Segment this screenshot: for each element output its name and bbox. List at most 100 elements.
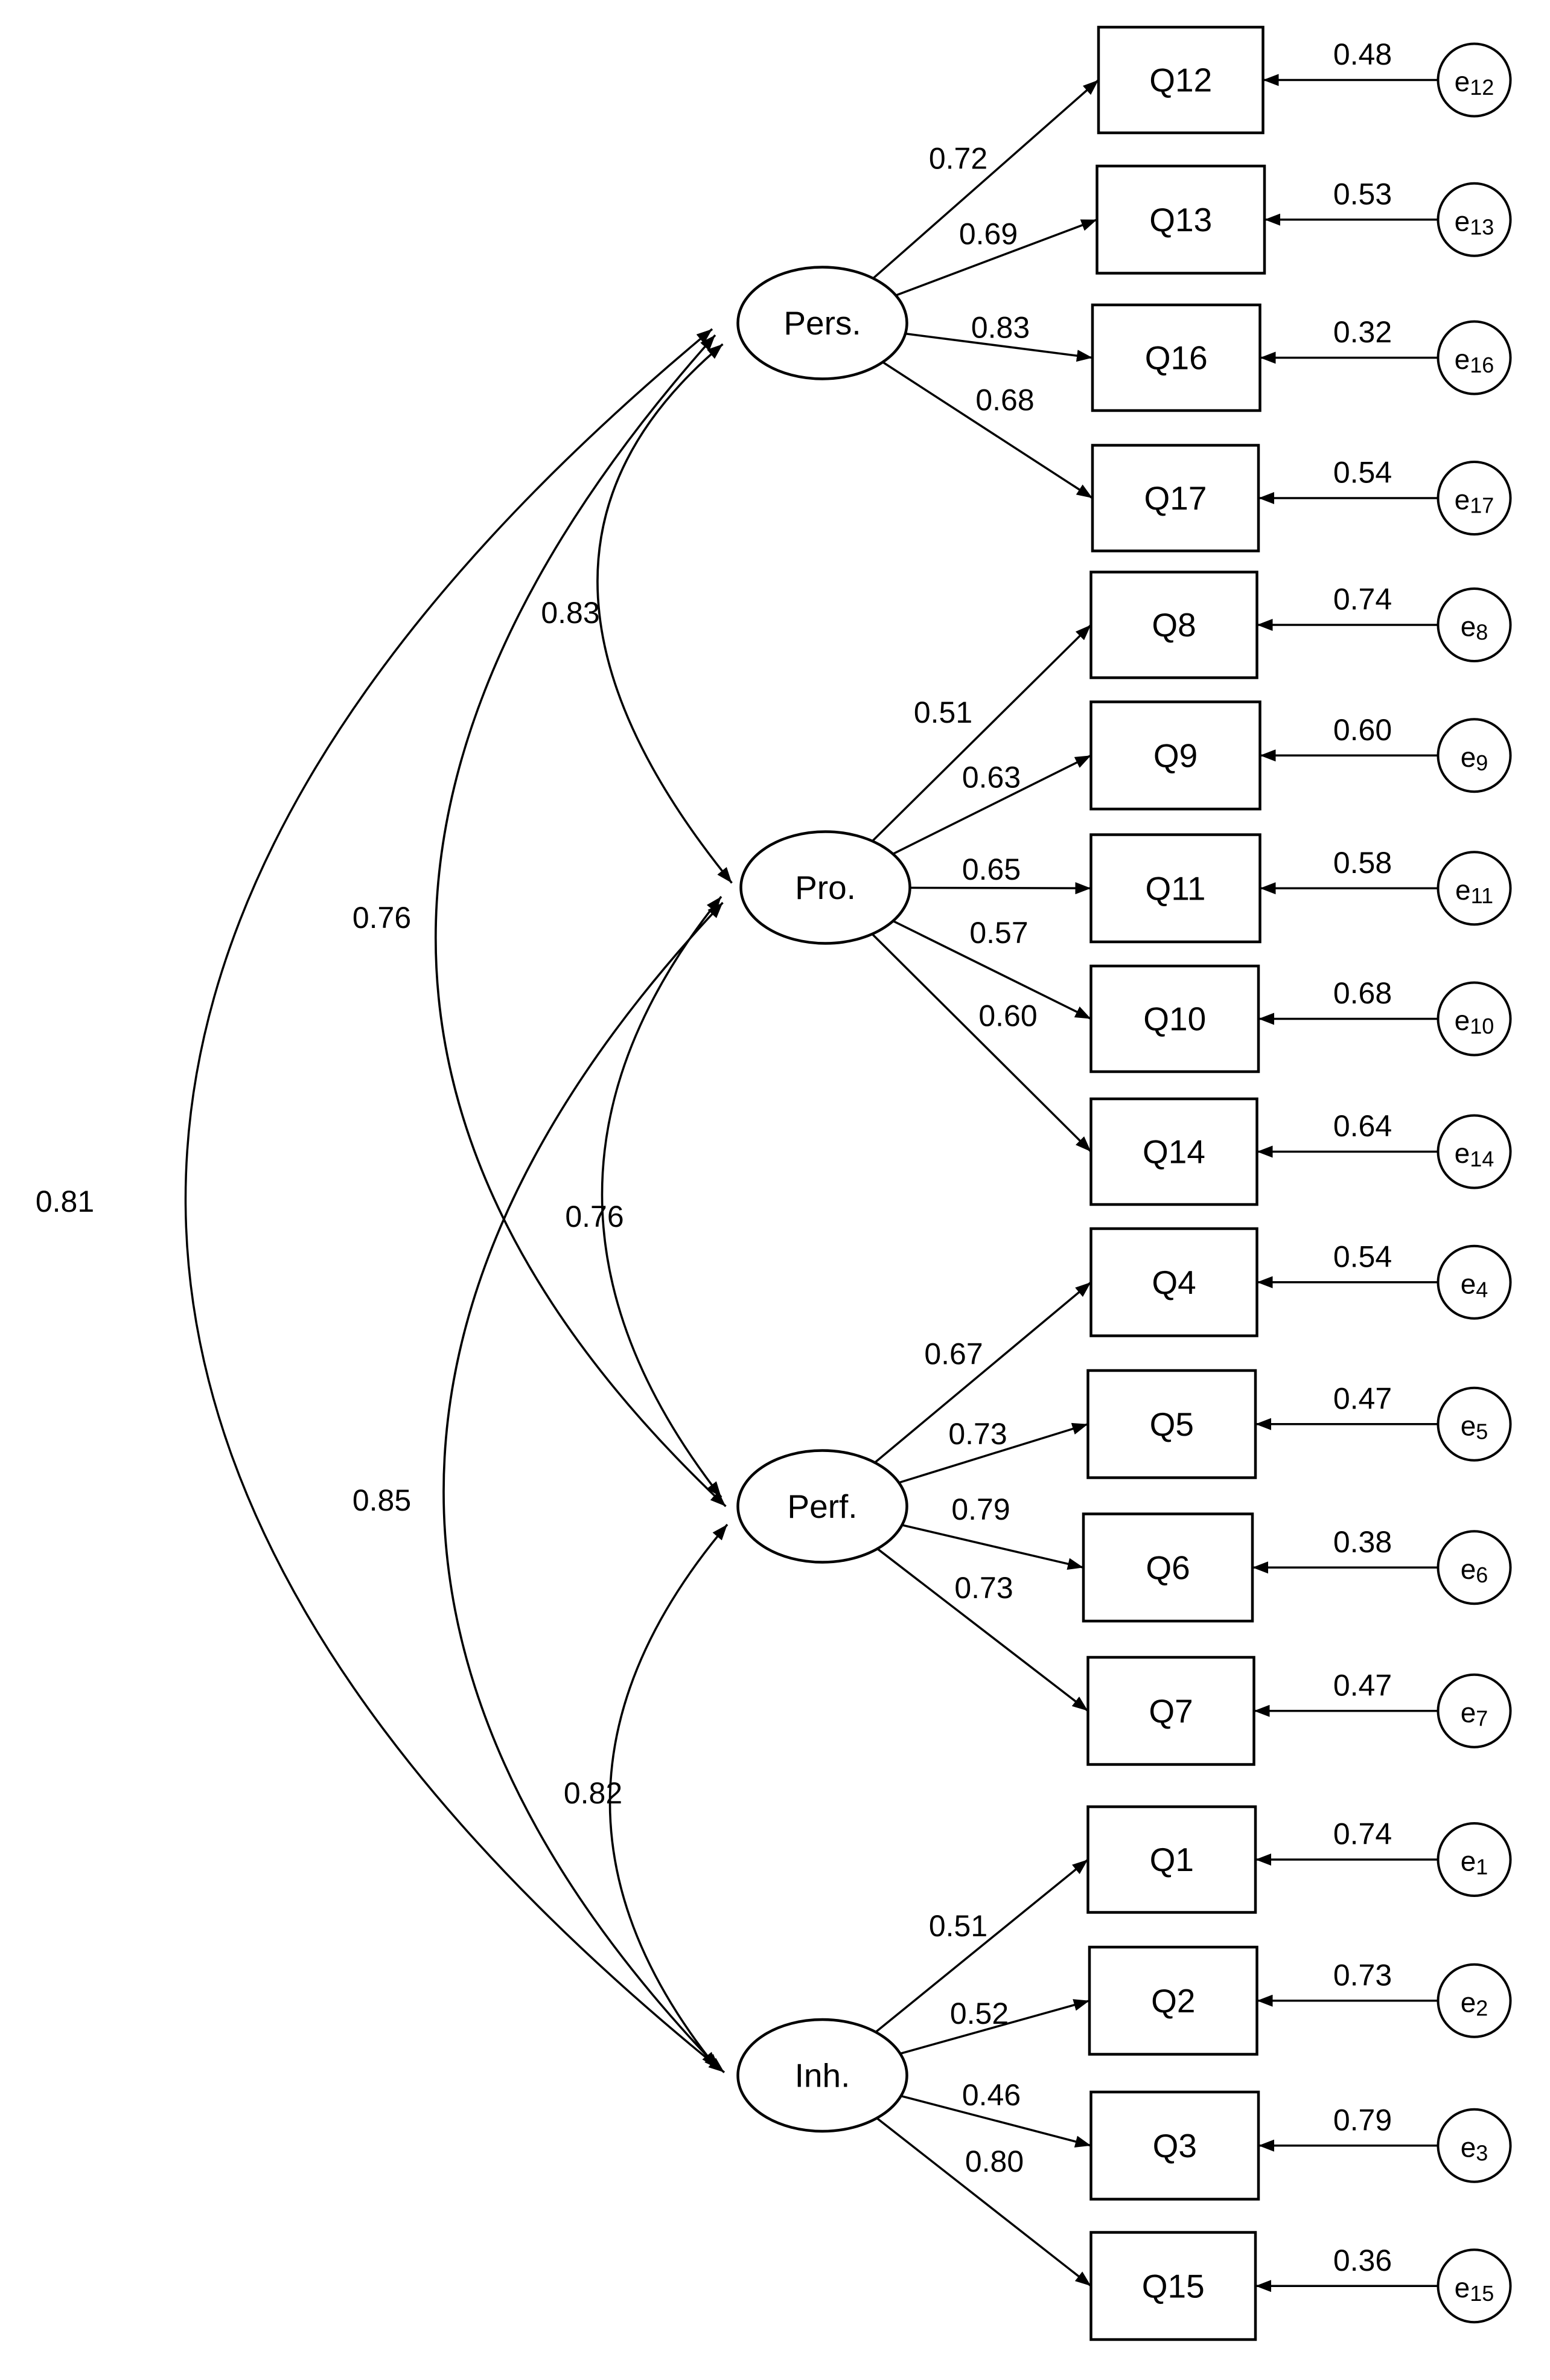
error-letter: e (1461, 2131, 1476, 2163)
loading-value: 0.57 (969, 916, 1028, 950)
error-variance-value: 0.73 (1333, 1958, 1392, 1992)
error-subscript: 1 (1476, 1854, 1488, 1879)
error-letter: e (1455, 1137, 1470, 1169)
error-circle (1437, 461, 1512, 536)
loading-value: 0.67 (924, 1337, 983, 1371)
item-q15: Q15 (1089, 2231, 1257, 2341)
error-label: e17 (1455, 484, 1494, 518)
correlation-value: 0.81 (36, 1185, 94, 1218)
error-term: e2 (1437, 1963, 1512, 2038)
error-circle (1437, 1386, 1512, 1462)
error-variance-value: 0.74 (1333, 1817, 1392, 1851)
item-label: Q15 (1142, 2267, 1205, 2305)
item-label: Q13 (1149, 201, 1212, 238)
item-box (1086, 1369, 1257, 1479)
correlation-arc-perf-inh (608, 1523, 729, 2069)
item-box (1089, 2090, 1260, 2201)
error-term: e14 (1437, 1114, 1512, 1189)
error-term: e6 (1437, 1530, 1512, 1605)
error-letter: e (1455, 344, 1470, 375)
item-box (1086, 1805, 1257, 1914)
loading-value: 0.73 (948, 1417, 1007, 1451)
error-label: e2 (1461, 1986, 1488, 2020)
correlation-arc-pers-inh (184, 328, 726, 2073)
error-variance-value: 0.58 (1333, 846, 1392, 880)
item-box (1089, 2231, 1257, 2341)
error-label: e6 (1461, 1553, 1488, 1587)
item-q16: Q16 (1091, 303, 1261, 412)
factor-perf: Perf. (736, 1449, 908, 1564)
error-term: e7 (1437, 1673, 1512, 1748)
loading-arrow (876, 2117, 1092, 2287)
error-label: e13 (1455, 205, 1494, 239)
error-term: e15 (1437, 2248, 1512, 2324)
factor-inh: Inh. (736, 2018, 908, 2133)
error-variance-value: 0.38 (1333, 1525, 1392, 1559)
factor-label: Pro. (795, 869, 856, 906)
error-subscript: 11 (1471, 883, 1493, 907)
item-box (1089, 833, 1261, 944)
error-subscript: 9 (1476, 750, 1488, 775)
error-letter: e (1455, 66, 1470, 97)
error-letter: e (1461, 1410, 1476, 1441)
error-circle (1437, 1963, 1512, 2038)
loading-value: 0.68 (975, 383, 1034, 417)
error-label: e7 (1461, 1697, 1488, 1730)
factor-ellipse (736, 2018, 908, 2133)
loading-arrow (871, 933, 1092, 1153)
item-q2: Q2 (1088, 1945, 1258, 2056)
error-circle (1437, 182, 1512, 257)
item-q12: Q12 (1097, 25, 1265, 135)
error-label: e8 (1461, 611, 1488, 645)
error-circle (1437, 587, 1512, 662)
loading-value: 0.72 (929, 142, 987, 176)
item-label: Q11 (1146, 869, 1206, 907)
item-box (1091, 303, 1261, 412)
item-label: Q2 (1151, 1982, 1195, 2020)
error-subscript: 10 (1470, 1014, 1494, 1038)
item-box (1089, 1227, 1258, 1337)
error-variance-value: 0.64 (1333, 1109, 1392, 1143)
error-variance-value: 0.48 (1333, 37, 1392, 71)
loading-value: 0.51 (914, 696, 972, 729)
error-label: e15 (1455, 2272, 1494, 2306)
item-label: Q16 (1145, 339, 1208, 377)
loading-value: 0.69 (959, 217, 1018, 251)
factor-label: Pers. (783, 304, 861, 342)
item-box (1089, 571, 1258, 679)
correlation-arc-pro-inh (442, 901, 724, 2070)
item-box (1089, 964, 1260, 1073)
correlation-value: 0.76 (565, 1200, 624, 1233)
error-label: e11 (1455, 874, 1493, 908)
item-label: Q5 (1150, 1406, 1194, 1443)
error-letter: e (1455, 874, 1471, 906)
item-label: Q8 (1152, 606, 1196, 644)
error-letter: e (1455, 205, 1470, 237)
loading-value: 0.63 (962, 761, 1021, 795)
item-label: Q6 (1146, 1549, 1190, 1586)
error-letter: e (1461, 1268, 1476, 1299)
error-term: e11 (1437, 851, 1512, 926)
error-term: e10 (1437, 981, 1512, 1057)
error-circle (1437, 1673, 1512, 1748)
error-label: e5 (1461, 1410, 1488, 1444)
error-variance-value: 0.53 (1333, 177, 1392, 211)
error-variance-value: 0.68 (1333, 976, 1392, 1010)
item-label: Q14 (1143, 1133, 1205, 1171)
item-q7: Q7 (1086, 1655, 1255, 1766)
loading-value: 0.73 (954, 1571, 1013, 1605)
error-term: e8 (1437, 587, 1512, 662)
loading-value: 0.65 (962, 853, 1021, 886)
error-label: e10 (1455, 1005, 1494, 1038)
error-subscript: 7 (1476, 1706, 1488, 1730)
error-subscript: 17 (1470, 493, 1494, 517)
error-term: e13 (1437, 182, 1512, 257)
item-box (1091, 444, 1260, 552)
loading-arrow (895, 219, 1098, 296)
item-q6: Q6 (1082, 1512, 1254, 1623)
error-term: e9 (1437, 718, 1512, 793)
